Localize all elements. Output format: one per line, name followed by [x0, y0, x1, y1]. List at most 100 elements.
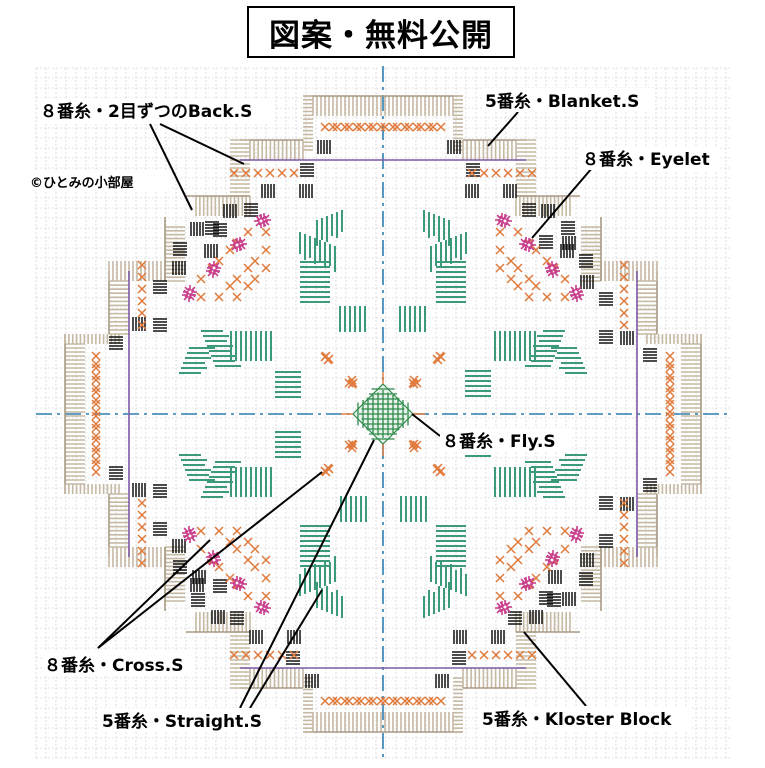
cross-stitch — [665, 383, 675, 393]
cross-stitch — [531, 245, 541, 255]
cross-stitch — [436, 122, 446, 132]
cross-stitch — [513, 591, 523, 601]
cross-stitch — [348, 440, 358, 450]
eyelet-hole — [502, 604, 508, 610]
cross-stitch — [619, 498, 629, 508]
cross-stitch — [412, 378, 422, 388]
cross-stitch — [432, 354, 442, 364]
cross-stitch — [665, 431, 675, 441]
cross-stitch — [436, 696, 446, 706]
cross-stitch — [214, 292, 224, 302]
cross-stitch — [250, 562, 260, 572]
cross-stitch — [137, 522, 147, 532]
cross-stitch — [408, 440, 418, 450]
cross-stitch — [416, 122, 426, 132]
back-stitch-lines — [128, 159, 638, 669]
cross-stitch — [91, 387, 101, 397]
eyelets — [182, 213, 584, 615]
pointer-line — [159, 123, 245, 165]
label-back-stitch: ８番糸・2目ずつのBack.S — [40, 101, 252, 122]
cross-stitch — [340, 696, 350, 706]
cross-stitch — [665, 371, 675, 381]
cross-stitch — [91, 411, 101, 421]
cross-stitch — [324, 354, 334, 364]
cross-stitch — [253, 168, 263, 178]
cross-stitch — [232, 292, 242, 302]
cross-stitch — [243, 537, 253, 547]
cross-stitch — [513, 227, 523, 237]
cross-stitch — [527, 650, 537, 660]
cross-stitches — [91, 122, 675, 706]
cross-stitch — [495, 591, 505, 601]
cross-stitch — [665, 455, 675, 465]
cross-stitch — [225, 537, 235, 547]
cross-stitch — [412, 440, 422, 450]
label-bg-back-stitch — [38, 98, 274, 122]
cross-stitch — [524, 544, 534, 554]
cross-stitch — [388, 696, 398, 706]
copyright-text: ©ひとみの小部屋 — [30, 175, 134, 191]
cross-stitch — [243, 555, 253, 565]
cross-stitch — [531, 573, 541, 583]
cross-stitch — [380, 122, 390, 132]
cross-stitch — [424, 696, 434, 706]
cross-stitch — [380, 696, 390, 706]
pointer-line — [149, 123, 193, 211]
cross-stitch — [261, 245, 271, 255]
pointer-line — [249, 589, 323, 709]
eyelet-hole — [526, 242, 532, 248]
cross-stitch — [665, 443, 675, 453]
cross-stitch — [424, 122, 434, 132]
cross-stitch — [513, 281, 523, 291]
label-bg-straight — [100, 708, 280, 732]
cross-stitch — [619, 522, 629, 532]
cross-stitch — [91, 435, 101, 445]
pointer-line — [239, 439, 375, 709]
pointer-line — [97, 471, 323, 649]
cross-stitch — [91, 395, 101, 405]
cross-stitch — [348, 378, 358, 388]
cross-stitch — [400, 696, 410, 706]
cross-stitch — [416, 696, 426, 706]
cross-stitch — [619, 510, 629, 520]
cross-stitch — [229, 168, 239, 178]
cross-stitch — [368, 696, 378, 706]
cross-stitch — [91, 419, 101, 429]
cross-stitch — [515, 650, 525, 660]
cross-stitch — [137, 296, 147, 306]
eyelet-hole — [573, 289, 579, 295]
cross-stitch — [392, 696, 402, 706]
cross-stitch — [467, 650, 477, 660]
cross-stitch — [560, 274, 570, 284]
cross-stitch — [265, 168, 275, 178]
cross-stitch — [91, 363, 101, 373]
copyright-bg — [26, 172, 172, 191]
cross-stitch — [196, 292, 206, 302]
cross-stitch — [243, 263, 253, 273]
cross-stitch — [503, 168, 513, 178]
cross-stitch — [560, 292, 570, 302]
cross-stitch — [506, 274, 516, 284]
cross-stitch — [229, 650, 239, 660]
cross-stitch — [214, 526, 224, 536]
eyelet-hole — [234, 580, 240, 586]
eyelet-hole — [526, 580, 532, 586]
label-kloster-block: 5番糸・Kloster Block — [482, 709, 672, 730]
cross-stitch — [91, 359, 101, 369]
fly-stitch-center — [341, 372, 425, 456]
cross-stitch — [619, 546, 629, 556]
cross-stitch — [408, 378, 418, 388]
pointer-line — [487, 111, 519, 147]
cross-stitch — [506, 256, 516, 266]
cross-stitch — [479, 168, 489, 178]
cross-stitch — [495, 573, 505, 583]
cross-stitch — [332, 122, 342, 132]
cross-stitch — [495, 555, 505, 565]
cross-stitch — [137, 498, 147, 508]
cross-stitch — [665, 395, 675, 405]
cross-stitch — [506, 544, 516, 554]
cross-stitch — [356, 696, 366, 706]
cross-stitch — [368, 122, 378, 132]
eyelet-hole — [258, 218, 264, 224]
cross-stitch — [253, 650, 263, 660]
